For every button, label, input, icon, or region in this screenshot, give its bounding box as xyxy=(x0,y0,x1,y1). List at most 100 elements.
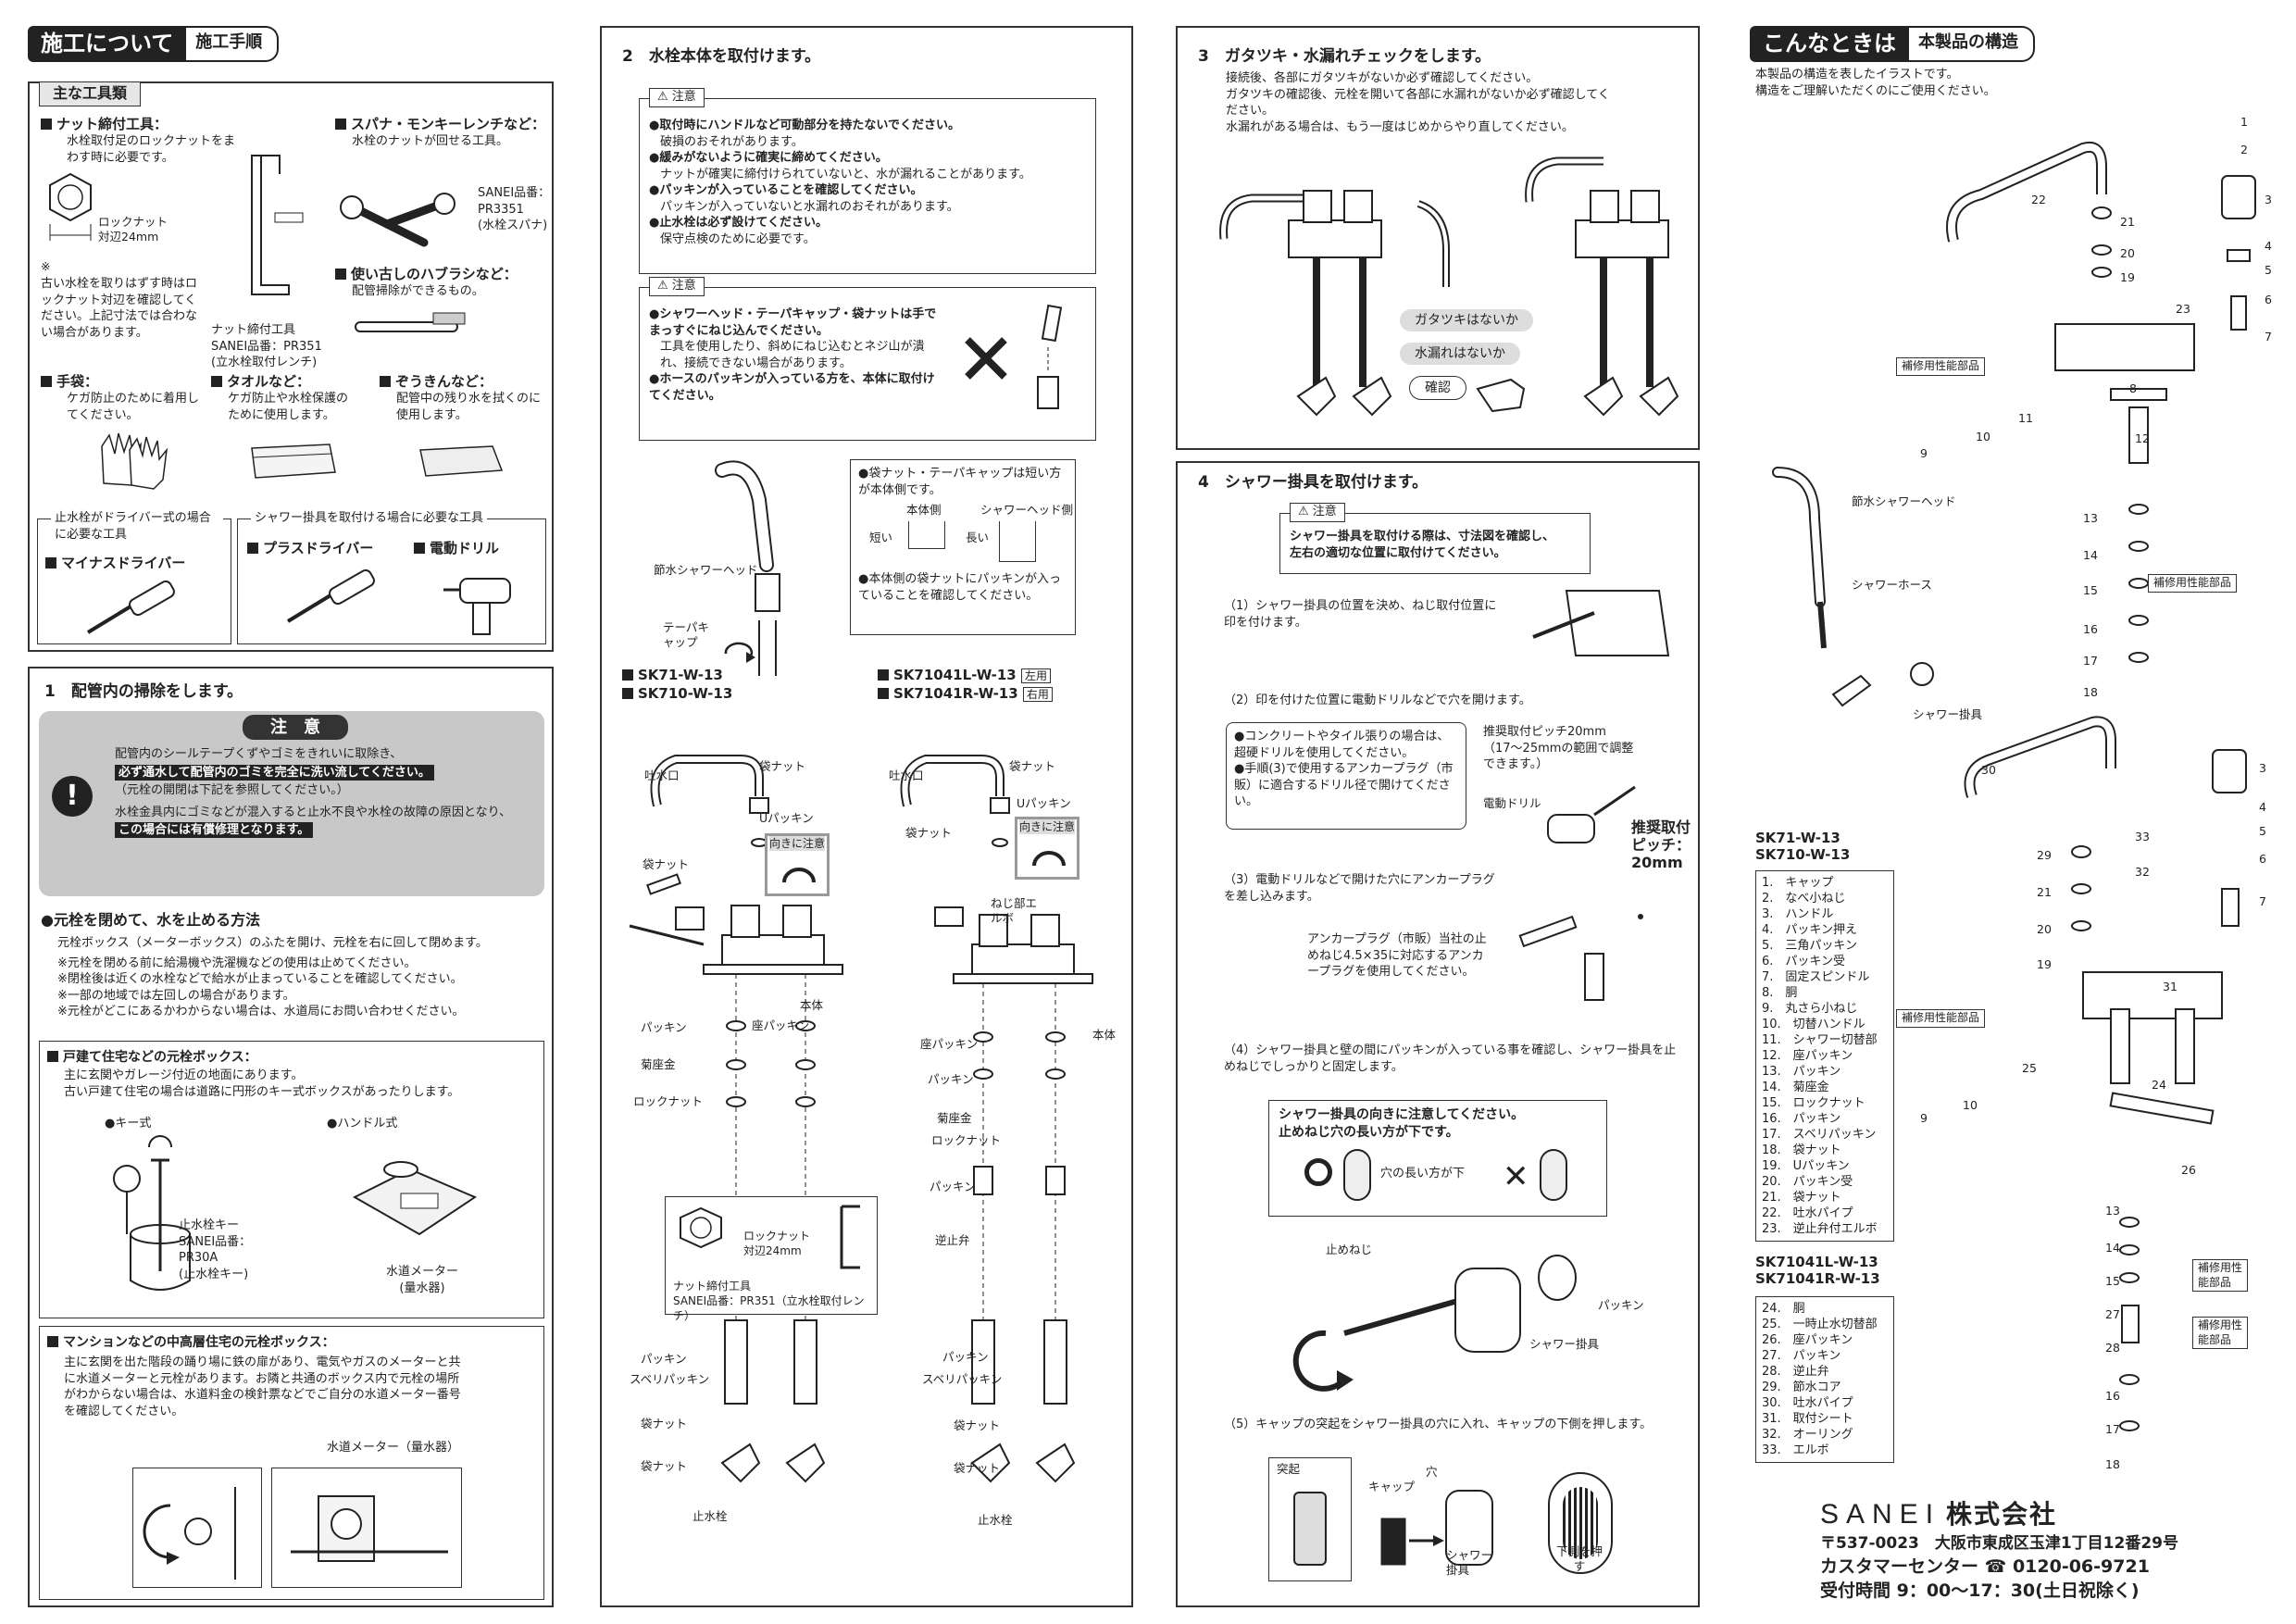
bag-nut-a2: 袋ナット xyxy=(643,857,690,871)
part-num-10: 10 xyxy=(1976,430,1990,443)
hole-label: 穴 xyxy=(1426,1465,1438,1479)
parts-list-item: 11. シャワー切替部 xyxy=(1762,1033,1878,1047)
bag-nut-a3: 袋ナット xyxy=(641,1417,688,1430)
parts-list-item: 2. なべ小ねじ xyxy=(1762,892,1846,906)
part-num-33: 33 xyxy=(2135,830,2150,843)
parts-list-item: 24. 胴 xyxy=(1762,1302,1805,1316)
step2-panel: 2 水栓本体を取付けます。 ⚠ 注意 ●取付時にハンドルなど可動部分を持たないで… xyxy=(600,26,1133,1607)
key-info: 止水栓キー SANEI品番：PR30A (止水栓キー) xyxy=(179,1218,252,1281)
spanner-info: SANEI品番：PR3351 (水栓スパナ) xyxy=(478,185,552,234)
body-side-label: 本体側 xyxy=(906,503,942,517)
nut-wrench-icon xyxy=(251,155,304,295)
parts-list-item: 20. パッキン受 xyxy=(1762,1175,1853,1189)
pointing-hand-icon xyxy=(1476,378,1526,413)
turn-valve-icon xyxy=(143,1487,236,1580)
shower-box-title: シャワー掛具を取付ける場合に必要な工具 xyxy=(251,510,488,527)
ng-cross-icon: ✕ xyxy=(1503,1158,1529,1195)
exploded-diagram-b xyxy=(900,755,1093,1483)
handle-type-label: ●ハンドル式 xyxy=(327,1117,398,1131)
packing-b3: パッキン xyxy=(942,1350,989,1364)
step4-s4: （4）シャワー掛具と壁の間にパッキンが入っている事を確認し、シャワー掛具を止めね… xyxy=(1224,1043,1677,1074)
head-side-label: シャワーヘッド側 xyxy=(980,503,1074,517)
part-num-4: 4 xyxy=(2265,239,2272,253)
structure-diagram-a xyxy=(1946,142,2256,663)
locknut-detail-box: ロックナット対辺24mm ナット締付工具 SANEI品番：PR351（立水栓取付… xyxy=(665,1196,878,1322)
parts-list-item: 25. 一時止水切替部 xyxy=(1762,1318,1878,1331)
step4-panel: 4 シャワー掛具を取付けます。 ⚠ 注意 シャワー掛具を取付ける際は、寸法図を確… xyxy=(1176,461,1700,1607)
brush-block: 使い古しのハブラシなど： 配管掃除ができるもの。 xyxy=(335,265,548,300)
packing-a1: パッキン xyxy=(641,1020,687,1034)
taper-label: テーパキャップ xyxy=(663,620,709,650)
bag-nut-b3: 袋ナット xyxy=(954,1418,1001,1432)
locknut-a: ロックナット xyxy=(633,1094,704,1108)
locknut-b: ロックナット xyxy=(931,1133,1002,1147)
parts-list-item: 3. ハンドル xyxy=(1762,907,1834,921)
exploded-diagram-a xyxy=(629,755,843,1483)
step3-desc: 接続後、各部にガタツキがないか必ず確認してください。 ガタツキの確認後、元栓を開… xyxy=(1226,71,1610,134)
part-num-10b: 10 xyxy=(1963,1098,1978,1112)
parts-list-item: 7. 固定スピンドル xyxy=(1762,970,1870,984)
drill-note-text: ●コンクリートやタイル張りの場合は、超硬ドリルを使用してください。 ●手順(3)… xyxy=(1234,730,1454,809)
parts-list-item: 22. 吐水パイプ xyxy=(1762,1206,1853,1220)
faucet-check-left xyxy=(1219,190,1392,417)
lock-detail-text: ロックナット対辺24mm xyxy=(743,1230,811,1258)
parts-list-item: 30. 吐水パイプ xyxy=(1762,1396,1853,1410)
step4-s3: （3）電動ドリルなどで開けた穴にアンカープラグを差し込みます。 xyxy=(1224,873,1495,904)
parts-list-item: 1. キャップ xyxy=(1762,876,1834,890)
minus-driver-label: マイナスドライバー xyxy=(45,555,185,573)
key-valve-icon xyxy=(113,1135,191,1291)
models-a-label: SK71-W-13 SK710-W-13 xyxy=(1755,830,1851,863)
nut-tool-code: SANEI品番：PR351 xyxy=(211,339,322,354)
parts-list-item: 9. 丸さら小ねじ xyxy=(1762,1002,1858,1016)
repair-tag-b2: 補修用性能部品 xyxy=(2192,1259,2248,1293)
part-num-22: 22 xyxy=(2031,193,2046,206)
part-num-7: 7 xyxy=(2265,330,2272,344)
header-white-label: 施工手順 xyxy=(186,26,280,63)
plus-driver-icon xyxy=(286,568,375,623)
shower-head-icon xyxy=(715,460,780,676)
slip-packing-b: スベリパッキン xyxy=(922,1372,1003,1386)
long-cap-shape xyxy=(999,521,1036,562)
nut-tool-name: ナット締付工具 xyxy=(211,323,296,337)
stop-valve-b: 止水栓 xyxy=(978,1513,1013,1527)
hose-detail-icon xyxy=(1416,200,1450,287)
parts-list-item: 33. エルボ xyxy=(1762,1443,1829,1457)
part-num-30: 30 xyxy=(1981,763,1996,777)
anchor-text: アンカープラグ（市販）当社の止めねじ4.5×35に対応するアンカープラグを使用し… xyxy=(1307,932,1487,980)
step4-s2: （2）印を付けた位置に電動ドリルなどで穴を開けます。 xyxy=(1224,693,1531,707)
spanner-title: スパナ・モンキーレンチなど： xyxy=(351,116,546,132)
screw-elbow-label: ねじ部エルボ xyxy=(991,896,1038,926)
ok-text: 穴の長い方が下 xyxy=(1380,1167,1466,1181)
valve-detail-box xyxy=(132,1468,262,1588)
spanner-icon xyxy=(340,193,455,247)
part-num-13: 13 xyxy=(2083,511,2098,525)
step4-s5: （5）キャップの突起をシャワー掛具の穴に入れ、キャップの下側を押します。 xyxy=(1224,1418,1653,1431)
part-num-17: 17 xyxy=(2083,654,2098,668)
part-num-19: 19 xyxy=(2120,270,2135,284)
parts-list-item: 16. パッキン xyxy=(1762,1112,1841,1126)
company-address: 〒537-0023 大阪市東成区玉津1丁目12番29号 xyxy=(1820,1534,2178,1553)
washer-b: 菊座金 xyxy=(937,1111,972,1125)
part-num-17b: 17 xyxy=(2105,1422,2120,1436)
part-num-9: 9 xyxy=(1920,446,1928,460)
part-num-23: 23 xyxy=(2176,302,2190,316)
short-label: 短い xyxy=(869,531,893,544)
part-num-18b: 18 xyxy=(2105,1457,2120,1471)
company-center: カスタマーセンター ☎ 0120-06-9721 xyxy=(1820,1556,2150,1577)
spanner-block: スパナ・モンキーレンチなど： 水栓のナットが回せる工具。 xyxy=(335,115,548,150)
header-white-right: 本製品の構造 xyxy=(1909,26,2035,63)
caution-text: 配管内のシールテープくずやゴミをきれいに取除き、 必ず通水して配管内のゴミを完全… xyxy=(115,747,512,839)
u-packing-a: Uパッキン xyxy=(759,811,814,825)
glove-icon xyxy=(101,432,168,490)
cap-note2: ●本体側の袋ナットにパッキンが入っていることを確認してください。 xyxy=(858,572,1061,603)
shower-set-icon xyxy=(1772,467,1934,707)
part-num-21: 21 xyxy=(2120,215,2135,229)
phone-icon: ☎ xyxy=(1984,1556,2007,1577)
part-num-15: 15 xyxy=(2083,583,2098,597)
step4-s1: （1）シャワー掛具の位置を決め、ねじ取付位置に印を付けます。 xyxy=(1224,599,1497,630)
exclamation-icon: ! xyxy=(52,776,93,817)
part-num-31: 31 xyxy=(2163,980,2177,993)
hook-label-4: シャワー掛具 xyxy=(1529,1337,1600,1351)
